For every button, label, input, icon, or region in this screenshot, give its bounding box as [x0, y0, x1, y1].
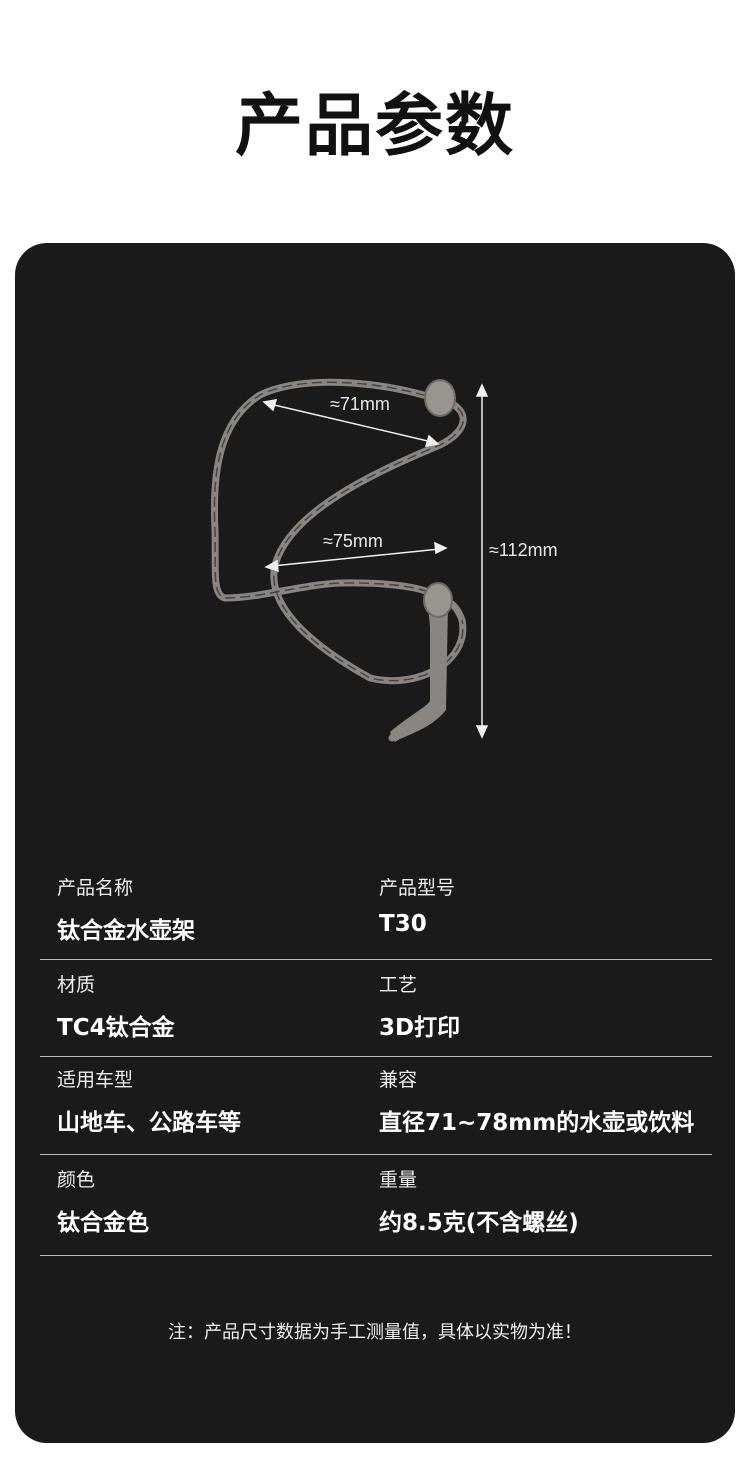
height-label: ≈112mm	[489, 540, 558, 560]
bottom-width-label: ≈75mm	[323, 531, 383, 551]
spec-value: 直径71~78mm的水壶或饮料	[379, 1110, 695, 1136]
spec-value: 约8.5克(不含螺丝)	[379, 1210, 579, 1236]
spec-label: 工艺	[379, 974, 418, 996]
spec-row: 适用车型 山地车、公路车等 兼容 直径71~78mm的水壶或饮料	[40, 1055, 712, 1155]
spec-label: 产品名称	[57, 877, 134, 899]
spec-value: 3D打印	[379, 1015, 461, 1041]
spec-value: T30	[379, 911, 427, 937]
spec-label: 重量	[379, 1169, 418, 1191]
spec-label: 颜色	[57, 1169, 96, 1191]
spec-value: TC4钛合金	[57, 1015, 175, 1041]
spec-label: 材质	[57, 974, 96, 996]
top-width-label: ≈71mm	[330, 394, 390, 414]
bottle-cage-image	[210, 378, 489, 742]
spec-row: 产品名称 钛合金水壶架 产品型号 T30	[40, 863, 712, 960]
spec-value: 钛合金水壶架	[57, 918, 195, 944]
spec-label: 产品型号	[379, 877, 456, 899]
measurement-note: 注：产品尺寸数据为手工测量值，具体以实物为准！	[168, 1322, 582, 1343]
spec-value: 钛合金色	[57, 1210, 149, 1236]
spec-row: 材质 TC4钛合金 工艺 3D打印	[40, 960, 712, 1057]
spec-label: 适用车型	[57, 1069, 134, 1091]
page-title: 产品参数	[234, 87, 515, 166]
spec-card: ≈71mm ≈75mm ≈112mm 产品名称 钛合金水壶架 产品型号 T30 …	[15, 243, 735, 1443]
spec-value: 山地车、公路车等	[57, 1110, 241, 1136]
spec-label: 兼容	[379, 1069, 418, 1091]
spec-row: 颜色 钛合金色 重量 约8.5克(不含螺丝)	[40, 1155, 712, 1256]
